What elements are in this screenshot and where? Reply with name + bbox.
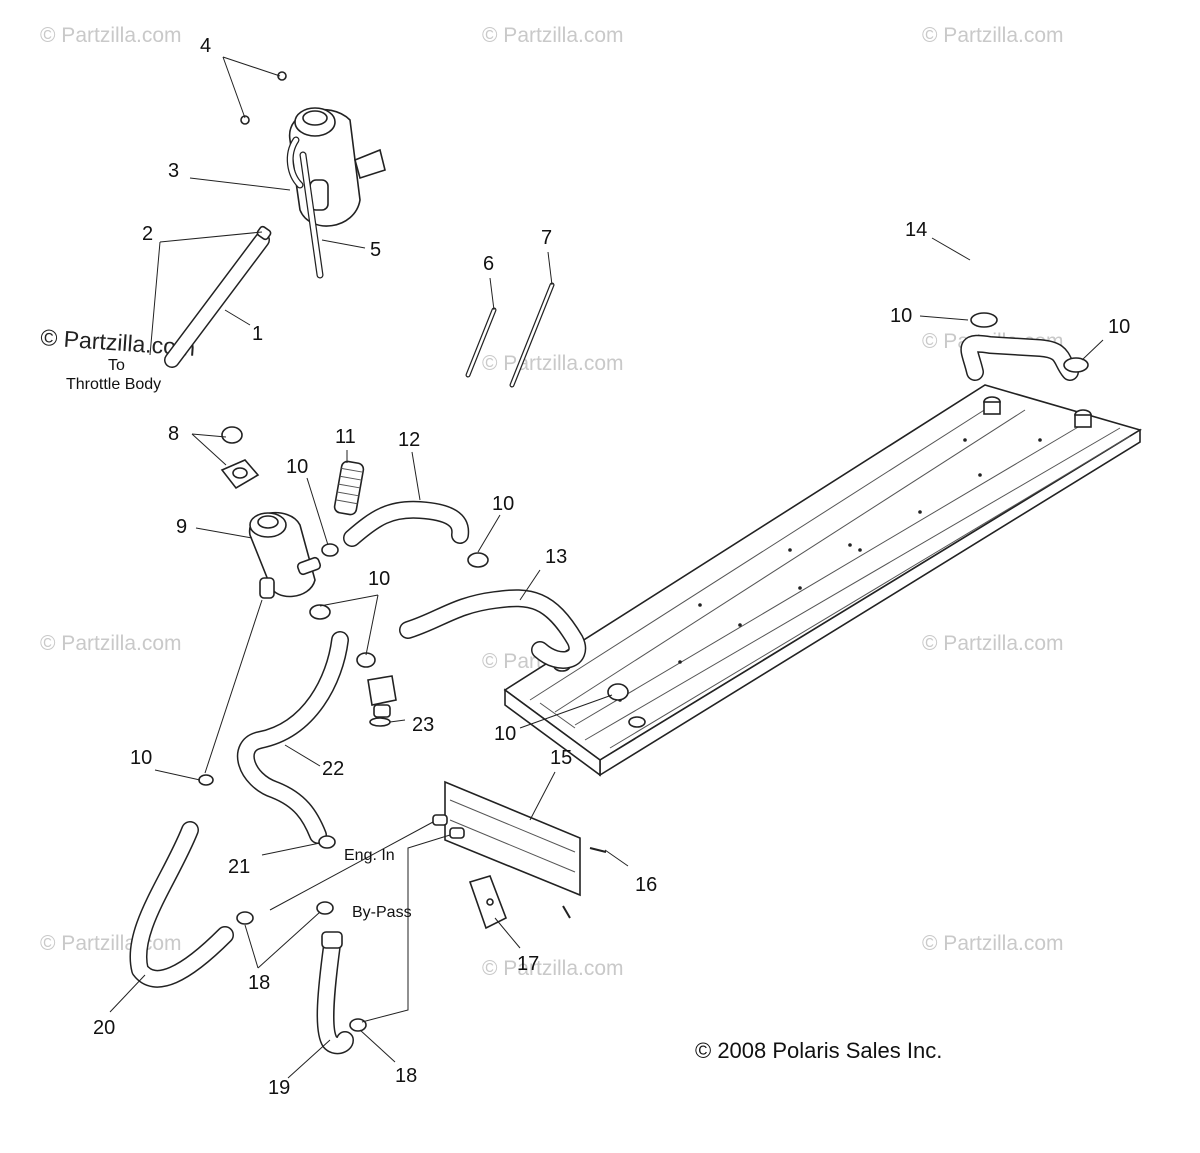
screw-16 — [562, 847, 607, 919]
callout-18: 18 — [395, 1065, 417, 1087]
callout-labels: 4 3 2 5 1 6 7 14 10 10 8 11 12 10 10 9 1… — [93, 35, 1130, 1099]
caps-8 — [220, 426, 260, 490]
callout-13: 13 — [545, 546, 567, 568]
hose-20 — [129, 821, 234, 988]
hose-1 — [164, 225, 272, 368]
hose-clamps — [198, 312, 1089, 786]
callout-10: 10 — [494, 723, 516, 745]
note-eng-in: Eng. In — [344, 847, 395, 864]
callout-21: 21 — [228, 856, 250, 878]
callout-6: 6 — [483, 253, 494, 275]
foam-block-17 — [468, 875, 508, 930]
callout-2: 2 — [142, 223, 153, 245]
callout-9: 9 — [176, 516, 187, 538]
watermark: © Partzilla.com — [922, 632, 1064, 655]
callout-10: 10 — [492, 493, 514, 515]
callout-10: 10 — [1108, 316, 1130, 338]
callout-5: 5 — [370, 239, 381, 261]
callout-10: 10 — [286, 456, 308, 478]
callout-1: 1 — [252, 323, 263, 345]
watermark: © Partzilla.com — [482, 957, 624, 980]
vent-hose-5 — [299, 151, 324, 279]
callout-12: 12 — [398, 429, 420, 451]
callout-15: 15 — [550, 747, 572, 769]
copyright-notice: © 2008 Polaris Sales Inc. — [695, 1038, 942, 1063]
hose-22 — [236, 631, 349, 844]
hose-14 — [960, 334, 1079, 381]
note-by-pass: By-Pass — [352, 904, 412, 921]
heat-exchanger-15 — [432, 780, 581, 897]
watermark: © Partzilla.com — [40, 24, 182, 47]
callout-10: 10 — [368, 568, 390, 590]
tie-strap-6 — [465, 307, 497, 378]
cooler-tunnel — [503, 384, 1142, 777]
watermark: © Partzilla.com — [482, 352, 624, 375]
callout-10: 10 — [890, 305, 912, 327]
vent-hose-3 — [286, 136, 304, 189]
coupler-11 — [333, 460, 365, 516]
callout-11: 11 — [335, 426, 356, 448]
callout-10: 10 — [130, 747, 152, 769]
thermostat-23 — [367, 675, 397, 727]
callout-19: 19 — [268, 1077, 290, 1099]
note-to: To — [108, 357, 125, 374]
routing-notes: To Throttle Body Eng. In By-Pass — [66, 357, 412, 921]
callout-22: 22 — [322, 758, 344, 780]
callout-7: 7 — [541, 227, 552, 249]
callout-16: 16 — [635, 874, 657, 896]
callout-23: 23 — [412, 714, 434, 736]
leader-lines — [109, 56, 1104, 1079]
callout-17: 17 — [517, 953, 539, 975]
callout-18: 18 — [248, 972, 270, 994]
watermark: © Partzilla.com — [40, 632, 182, 655]
tie-strap-7 — [509, 282, 555, 388]
watermark: © Partzilla.com — [482, 24, 624, 47]
watermark: © Partzilla.com — [922, 24, 1064, 47]
watermark: © Partzilla.com — [40, 932, 182, 955]
callout-4: 4 — [200, 35, 211, 57]
callout-20: 20 — [93, 1017, 115, 1039]
coolant-reservoir-9 — [249, 511, 322, 599]
fittings — [236, 835, 367, 1032]
note-throttle-body: Throttle Body — [66, 376, 161, 393]
callout-3: 3 — [168, 160, 179, 182]
watermark: © Partzilla.com — [922, 932, 1064, 955]
hose-13 — [399, 589, 587, 669]
hose-12 — [343, 500, 470, 547]
callout-14: 14 — [905, 219, 927, 241]
hose-19 — [316, 936, 354, 1055]
callout-8: 8 — [168, 423, 179, 445]
